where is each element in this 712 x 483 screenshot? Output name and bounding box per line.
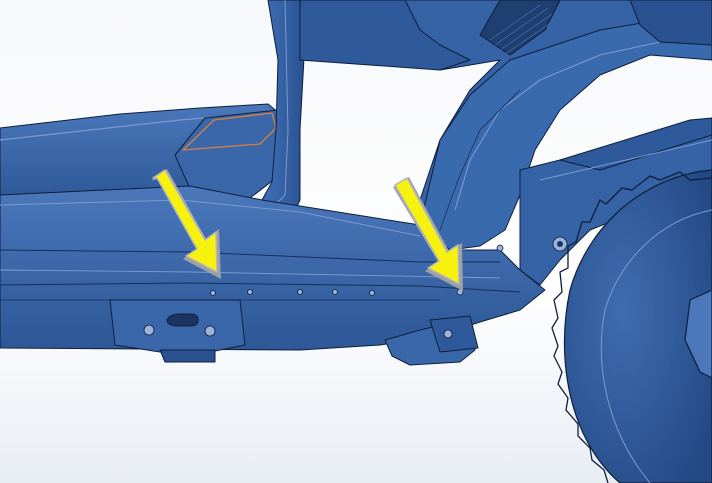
sill-line-3	[0, 269, 501, 279]
sketch-outline[interactable]	[182, 112, 277, 151]
slot-hole[interactable]	[166, 313, 199, 327]
bolt-icon[interactable]	[297, 289, 303, 295]
bolt-icon[interactable]	[204, 325, 216, 337]
annotation-arrows	[151, 169, 463, 291]
bolt-icon[interactable]	[210, 290, 216, 296]
cabin-inner-opening[interactable]	[299, 0, 471, 71]
bolt-icon[interactable]	[143, 324, 155, 336]
vehicle-body-model[interactable]	[0, 0, 712, 366]
front-pillar-edge-2	[439, 89, 521, 231]
wheel-hub-bolt-icon	[557, 241, 563, 247]
bolt-icon[interactable]	[496, 244, 504, 252]
front-wheel[interactable]	[551, 169, 712, 483]
arrow-annotation-left[interactable]	[151, 169, 221, 279]
tire-inner-sidewall	[600, 209, 712, 483]
rim-hub[interactable]	[684, 289, 712, 379]
tire-tread-edge	[551, 171, 712, 483]
tire[interactable]	[563, 169, 712, 483]
bolt-icon[interactable]	[369, 290, 375, 296]
arrow-down-right-icon-fill	[152, 169, 218, 273]
front-lower-mount-cap[interactable]	[429, 315, 479, 353]
sill-line-4	[0, 282, 521, 293]
sill-upper-line	[0, 199, 421, 237]
bolt-icon[interactable]	[247, 289, 253, 295]
vent-grille-mesh	[489, 4, 556, 55]
frame-rail-brace[interactable]	[559, 117, 712, 171]
frame-rail-edge	[539, 139, 712, 181]
front-pillar-edge	[454, 41, 661, 211]
dash-panel[interactable]	[629, 0, 712, 46]
bolt-icon[interactable]	[443, 329, 453, 339]
bolt-icon[interactable]	[332, 289, 338, 295]
lower-mount-tab[interactable]	[159, 349, 216, 363]
arrow-annotation-right[interactable]	[393, 177, 463, 291]
arrow-down-right-icon-fill	[394, 177, 460, 285]
